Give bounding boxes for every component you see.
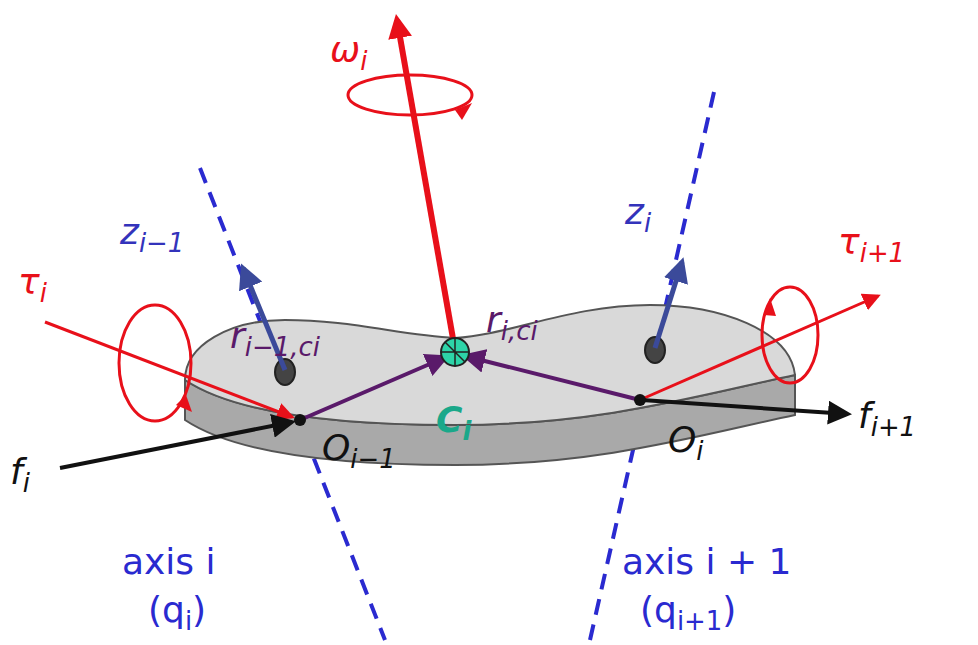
origin-dot <box>634 394 646 406</box>
rotation-ellipse <box>348 75 472 115</box>
position-vector <box>300 357 446 420</box>
symbol: C <box>436 399 462 440</box>
axis-label: axis i <box>122 542 216 582</box>
subscript: i <box>644 208 651 238</box>
torque-arrow <box>642 296 878 399</box>
force-arrow <box>642 400 848 414</box>
symbol: τ <box>18 261 40 302</box>
subscript: i+1 <box>860 238 905 268</box>
origin-label: Oi−1 <box>322 428 396 474</box>
center-of-mass <box>441 338 469 366</box>
symbol: f <box>10 451 23 492</box>
symbol: f <box>858 395 871 436</box>
subscript: i <box>185 606 192 636</box>
rotation-arrowhead <box>455 103 472 120</box>
symbol: (q <box>640 589 677 630</box>
subscript: i <box>23 468 30 498</box>
subscript: i <box>40 278 47 308</box>
symbol: ω <box>330 29 360 70</box>
position-vector-label: ri,ci <box>486 300 538 346</box>
symbol: (q <box>148 589 185 630</box>
subscript: i−1,ci <box>245 332 320 362</box>
symbol: axis i <box>122 541 216 582</box>
axis-vector-label: zi <box>625 192 651 238</box>
axis-vector-label: zi−1 <box>120 212 184 258</box>
symbol: r <box>230 315 245 356</box>
axis-label: axis i + 1 <box>622 542 792 582</box>
subscript: i−1 <box>139 228 184 258</box>
subscript: i+1 <box>871 412 916 442</box>
subscript: i <box>462 416 471 446</box>
symbol: z <box>120 211 139 252</box>
symbol: ) <box>722 589 736 630</box>
joint-variable-label: (qi+1) <box>640 590 736 636</box>
position-vector <box>465 356 640 400</box>
rotation-arrowhead <box>764 298 776 316</box>
symbol: r <box>486 299 501 340</box>
subscript: i <box>360 46 367 76</box>
subscript: i <box>696 436 703 466</box>
subscript: i,ci <box>501 316 538 346</box>
origin-label: Oi <box>668 420 704 466</box>
rotation-ellipse <box>762 287 818 383</box>
symbol: O <box>668 419 696 460</box>
force-label: fi <box>10 452 30 498</box>
symbol: τ <box>838 221 860 262</box>
symbol: axis i + 1 <box>622 541 792 582</box>
torque-label: τi+1 <box>838 222 905 268</box>
joint-variable-label: (qi) <box>148 590 206 636</box>
subscript: i+1 <box>677 606 722 636</box>
z-axis-arrow <box>655 262 682 348</box>
center-of-mass-mark <box>441 338 469 366</box>
rotation-ellipse <box>119 305 191 421</box>
force-label: fi+1 <box>858 396 916 442</box>
symbol: ) <box>192 589 206 630</box>
symbol: O <box>322 427 350 468</box>
rotation-arrowhead <box>176 395 192 412</box>
center-of-mass-label: Ci <box>436 400 471 446</box>
position-vector-label: ri−1,ci <box>230 316 320 362</box>
origin-dot <box>294 414 306 426</box>
angular-velocity-label: ωi <box>330 30 367 76</box>
torque-label: τi <box>18 262 47 308</box>
omega-arrow <box>397 20 455 350</box>
symbol: z <box>625 191 644 232</box>
force-arrow <box>60 422 292 468</box>
subscript: i−1 <box>350 444 395 474</box>
joint-hole <box>275 359 295 385</box>
